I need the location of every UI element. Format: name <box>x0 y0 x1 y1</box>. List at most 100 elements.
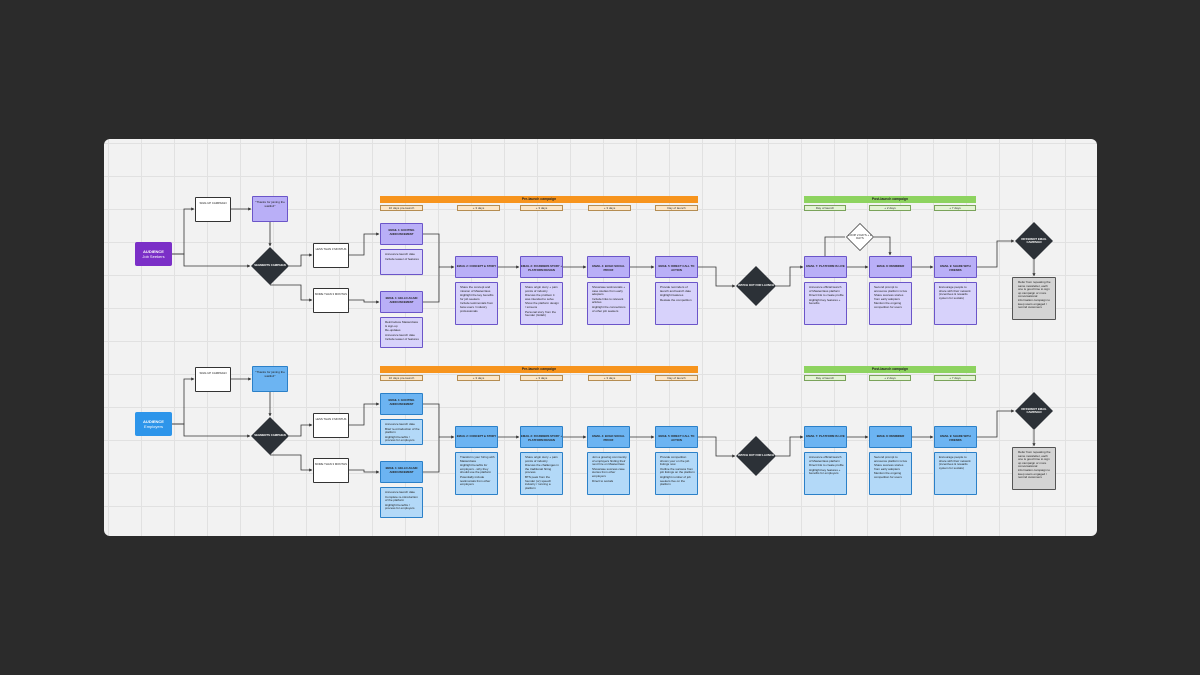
thanks-message-node[interactable]: "Thanks for joining the waitlist!" <box>252 366 288 392</box>
connector-arrow <box>776 265 804 287</box>
connector-arrow <box>172 207 195 255</box>
email-card[interactable]: EMAIL 2: CONCEPT & STORY <box>455 256 498 278</box>
note-line: Complete re-introduction of the platform <box>385 494 418 503</box>
watch-out-for-launch-diamond[interactable]: WATCH OUT FOR LAUNCH <box>736 436 776 476</box>
email-1-exciting-announcement[interactable]: EMAIL 1: EXCITING ANNOUNCEMENT <box>380 223 423 245</box>
connector-arrow <box>423 403 455 439</box>
note-line: Reintroduce Masterclass & sign-up <box>385 320 419 328</box>
email-card[interactable]: EMAIL 4: BUILD SOCIAL PROOF <box>587 256 630 278</box>
note-line: Announce launch date <box>385 422 415 426</box>
note-line: Second prompt to announce platform is li… <box>874 455 908 463</box>
email-1-hello-again-announcement[interactable]: EMAIL 1: HELLO AGAIN ANNOUNCEMENT <box>380 461 423 483</box>
note-line: Share origin story + pain points of indu… <box>525 455 558 463</box>
connector-arrow <box>423 267 440 303</box>
more-label: MORE THAN 3 MONTHS <box>315 462 347 466</box>
watch-out-for-launch-diamond[interactable]: WATCH OUT FOR LAUNCH <box>736 266 776 306</box>
note-line: Provide competition shown your on the jo… <box>660 455 690 467</box>
connector-arrow <box>172 423 251 438</box>
connector-arrow <box>423 437 440 473</box>
email-card[interactable]: EMAIL 3: FOUNDERS STORY + PLATFORM DESIG… <box>520 256 563 278</box>
note-line: Direct link to create profile <box>809 463 844 468</box>
connector-arrow <box>977 409 1015 438</box>
post-launch-email-card[interactable]: EMAIL 9: SHARE WITH FRIENDS <box>934 256 977 278</box>
email-1-exciting-announcement[interactable]: EMAIL 1: EXCITING ANNOUNCEMENT <box>380 393 423 415</box>
email-notes: Share the concept and mission of Masterc… <box>455 282 498 325</box>
note-line: Show the platform design / screens <box>525 301 559 309</box>
connector-arrow <box>289 423 313 437</box>
note-line: Share success stories from early adopter… <box>874 293 904 301</box>
note-line: Second prompt to announce platform is li… <box>874 285 908 293</box>
email-title: EMAIL 2: CONCEPT & STORY <box>456 264 497 268</box>
post-launch-email-card[interactable]: EMAIL 8: REMINDER <box>869 256 912 278</box>
email-notes: Share origin story + pain points of indu… <box>520 282 563 325</box>
note-line: Provide reminders of launch and launch d… <box>660 285 692 293</box>
connector-arrow <box>349 469 380 474</box>
note-line: Mention the ongoing competition for user… <box>874 301 902 309</box>
email-title: EMAIL 8: REMINDER <box>876 434 905 438</box>
more-than-3-months-node[interactable]: MORE THAN 3 MONTHS <box>313 458 349 483</box>
email-card[interactable]: EMAIL 5: DIRECT CALL TO ACTION <box>655 426 698 448</box>
post-launch-email-card[interactable]: EMAIL 7: PLATFORM IS LIVE <box>804 256 847 278</box>
timeline-label: + 3 days <box>520 205 563 211</box>
different-email-campaign-diamond[interactable]: DIFFERENT EMAIL CAMPAIGN <box>1015 222 1053 260</box>
email-1-hello-again-announcement[interactable]: EMAIL 1: HELLO AGAIN ANNOUNCEMENT <box>380 291 423 313</box>
diamond-label: WATCH OUT FOR LAUNCH <box>738 283 774 288</box>
pre-launch-campaign-bar: Pre-launch campaign <box>380 196 698 203</box>
different-campaign-notes: Refer from repeating the same newsletter… <box>1012 447 1056 490</box>
post-launch-email-notes: Announce official launch of Masterclass … <box>804 282 847 325</box>
email-title: EMAIL 1: EXCITING ANNOUNCEMENT <box>388 398 415 406</box>
note-line: Personal story from the founder (Gitlab) <box>525 309 557 318</box>
timeline-label: + 3 days <box>588 375 631 381</box>
post-launch-email-card[interactable]: EMAIL 8: REMINDER <box>869 426 912 448</box>
segments-campaign-diamond[interactable]: SEGMENTS CAMPAIGN <box>251 247 289 285</box>
post-launch-email-card[interactable]: EMAIL 7: PLATFORM IS LIVE <box>804 426 847 448</box>
loop-diamond[interactable]: LOOP 2 DAYS + 2 DAYS <box>846 223 874 251</box>
timeline-label: Day of launch <box>804 205 846 211</box>
note-line: Outline the success from job listings on… <box>660 466 695 475</box>
connector-arrow <box>349 232 380 256</box>
pre-launch-campaign-bar: Pre-launch campaign <box>380 366 698 373</box>
thanks-message-node[interactable]: "Thanks for joining the waitlist!" <box>252 196 288 222</box>
note-line: Include teaser of features <box>385 337 419 342</box>
audience-title: AUDIENCE <box>143 249 164 254</box>
signup-campaign-node[interactable]: SIGN-UP CAMPAIGN <box>195 367 231 392</box>
note-line: Highlight key features + benefits for em… <box>809 467 841 476</box>
less-label: LESS THAN 3 MONTHS <box>315 417 347 421</box>
diamond-label: DIFFERENT EMAIL CAMPAIGN <box>1021 406 1047 414</box>
post-launch-email-card[interactable]: EMAIL 9: SHARE WITH FRIENDS <box>934 426 977 448</box>
different-email-campaign-diamond[interactable]: DIFFERENT EMAIL CAMPAIGN <box>1015 392 1053 430</box>
note-line: Highlight number of job seekers live on … <box>660 474 691 487</box>
email-card[interactable]: EMAIL 2: CONCEPT & STORY <box>455 426 498 448</box>
timeline-label: + 7 days <box>934 375 976 381</box>
email-title: EMAIL 9: SHARE WITH FRIENDS <box>940 434 971 442</box>
more-than-3-months-node[interactable]: MORE THAN 3 MONTHS <box>313 288 349 313</box>
segments-campaign-diamond[interactable]: SEGMENTS CAMPAIGN <box>251 417 289 455</box>
email-notes: Provide competition shown your on the jo… <box>655 452 698 495</box>
post-launch-campaign-bar: Post-launch campaign <box>804 196 976 203</box>
less-than-3-months-node[interactable]: LESS THAN 3 MONTHS <box>313 243 349 268</box>
note-line: Showcase testimonials + case studies fro… <box>592 285 626 297</box>
email-notes: Provide reminders of launch and launch d… <box>655 282 698 325</box>
connector-arrow <box>172 253 251 268</box>
diamond-label: LOOP 2 DAYS + 2 DAYS <box>848 232 872 240</box>
signup-campaign-node[interactable]: SIGN-UP CAMPAIGN <box>195 197 231 222</box>
post-launch-email-notes: Second prompt to announce platform is li… <box>869 452 912 495</box>
signup-label: SIGN-UP CAMPAIGN <box>199 201 227 205</box>
connector-arrow <box>349 402 380 426</box>
note-line: Brief re-introduction of the platform <box>385 426 420 435</box>
email-notes: Share origin story + pain points of indu… <box>520 452 563 495</box>
email-card[interactable]: EMAIL 4: BUILD SOCIAL PROOF <box>587 426 630 448</box>
email-card[interactable]: EMAIL 3: FOUNDERS STORY + PLATFORM DESIG… <box>520 426 563 448</box>
timeline-label: + 3 days <box>588 205 631 211</box>
email-card[interactable]: EMAIL 5: DIRECT CALL TO ACTION <box>655 256 698 278</box>
note-line: Highlight the key benefits for job seeke… <box>460 293 494 301</box>
note-line: Showcase success case stories from other… <box>592 466 625 478</box>
less-than-3-months-node[interactable]: LESS THAN 3 MONTHS <box>313 413 349 438</box>
diamond-label: DIFFERENT EMAIL CAMPAIGN <box>1021 236 1047 244</box>
post-launch-campaign-bar: Post-launch campaign <box>804 366 976 373</box>
